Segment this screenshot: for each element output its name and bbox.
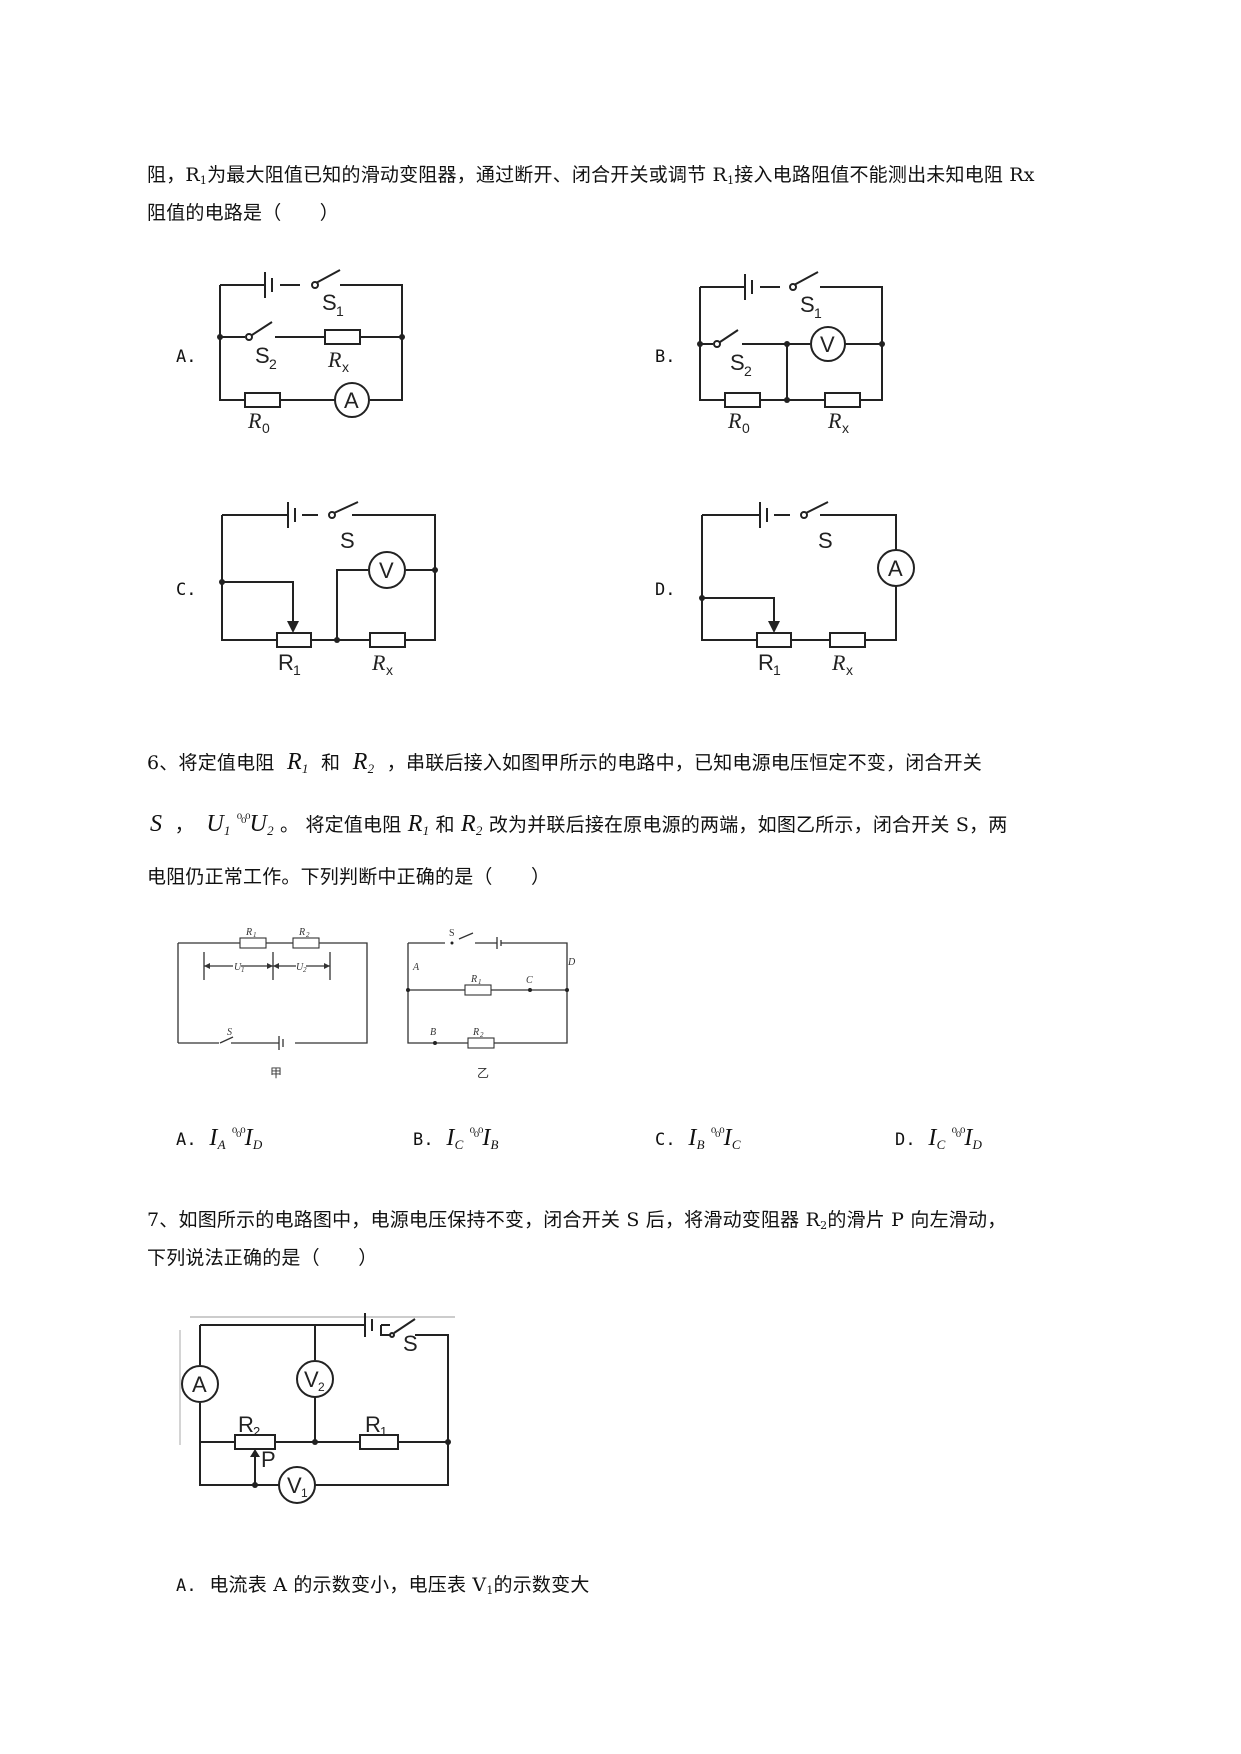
svg-text:S: S: [340, 528, 355, 553]
svg-text:S: S: [818, 528, 833, 553]
svg-text:1: 1: [301, 1486, 308, 1500]
svg-text:1: 1: [241, 966, 245, 974]
ammeter-icon: [334, 382, 370, 418]
svg-text:S: S: [403, 1331, 418, 1356]
svg-text:R: R: [278, 650, 294, 675]
svg-text:2: 2: [303, 966, 307, 974]
svg-text:S: S: [730, 350, 745, 375]
svg-text:R: R: [327, 347, 342, 372]
svg-text:1: 1: [336, 303, 344, 319]
q6-option-b[interactable]: B. IC ⁰₀⁰IB: [413, 1125, 499, 1152]
svg-text:P: P: [261, 1447, 276, 1472]
svg-text:R: R: [758, 650, 774, 675]
svg-text:V: V: [287, 1473, 302, 1498]
svg-text:A: A: [888, 556, 903, 581]
q5-option-a-label[interactable]: A.: [176, 347, 197, 367]
svg-text:R: R: [238, 1412, 254, 1437]
q7-stem-line-1: 7、如图所示的电路图中，电源电压保持不变，闭合开关 S 后，将滑动变阻器 R2的…: [147, 1209, 1007, 1232]
svg-text:R: R: [827, 408, 842, 433]
rx-resistor: [324, 329, 361, 345]
svg-text:V: V: [304, 1367, 319, 1392]
svg-text:V: V: [820, 332, 835, 357]
q6-option-d[interactable]: D. IC ⁰₀⁰ID: [895, 1125, 983, 1152]
svg-text:2: 2: [306, 931, 310, 939]
q7-stem-line-2: 下列说法正确的是（ ）: [147, 1247, 378, 1269]
svg-text:R: R: [371, 650, 386, 675]
q6-stem-line-3: 电阻仍正常工作。下列判断中正确的是（ ）: [147, 866, 551, 888]
svg-text:x: x: [842, 420, 849, 436]
svg-text:R: R: [298, 927, 305, 938]
svg-text:U: U: [234, 962, 242, 973]
r1-rheostat: [276, 632, 312, 648]
svg-text:S: S: [449, 928, 455, 939]
q6-option-a[interactable]: A. IA ⁰₀⁰ID: [176, 1125, 263, 1152]
svg-text:S: S: [322, 290, 337, 315]
r0-resistor: [244, 392, 281, 408]
svg-text:S: S: [255, 343, 270, 368]
svg-text:甲: 甲: [270, 1066, 282, 1080]
svg-text:A: A: [412, 962, 420, 973]
svg-text:x: x: [386, 662, 393, 678]
svg-text:x: x: [342, 359, 349, 375]
svg-text:D: D: [567, 957, 576, 968]
svg-text:R: R: [245, 927, 252, 938]
svg-text:0: 0: [262, 420, 270, 436]
svg-text:1: 1: [293, 662, 301, 678]
q6-stem-line-1: 6、将定值电阻 R1 和 R2 ，串联后接入如图甲所示的电路中，已知电源电压恒定…: [147, 749, 982, 776]
svg-text:C: C: [526, 975, 533, 986]
svg-text:S: S: [800, 292, 815, 317]
svg-text:2: 2: [318, 1380, 325, 1394]
q5-option-b-label[interactable]: B.: [655, 347, 676, 367]
svg-text:B: B: [430, 1027, 436, 1038]
svg-text:x: x: [846, 662, 853, 678]
svg-text:S: S: [227, 1027, 232, 1038]
svg-text:R: R: [247, 408, 262, 433]
q7-option-a[interactable]: A. 电流表 A 的示数变小，电压表 V1的示数变大: [176, 1574, 590, 1597]
q5-stem-line-1: 阻，R1为最大阻值已知的滑动变阻器，通过断开、闭合开关或调节 R1接入电路阻值不…: [147, 164, 1035, 187]
svg-text:2: 2: [744, 363, 752, 379]
svg-text:A: A: [344, 388, 359, 413]
svg-text:1: 1: [478, 978, 482, 986]
q6-option-c[interactable]: C. IB ⁰₀⁰IC: [655, 1125, 741, 1152]
svg-text:1: 1: [253, 931, 257, 939]
svg-text:R: R: [365, 1412, 381, 1437]
svg-text:R: R: [831, 650, 846, 675]
svg-text:1: 1: [773, 662, 781, 678]
svg-text:2: 2: [269, 356, 277, 372]
svg-text:V: V: [379, 558, 394, 583]
svg-text:R: R: [470, 974, 477, 985]
svg-text:U: U: [296, 962, 304, 973]
svg-text:1: 1: [814, 305, 822, 321]
q5-stem-line-2: 阻值的电路是（ ）: [147, 202, 340, 224]
svg-text:乙: 乙: [477, 1066, 489, 1080]
svg-text:R: R: [727, 408, 742, 433]
svg-text:2: 2: [253, 1424, 260, 1439]
q6-stem-line-2: S ， U1 ⁰₀⁰U2 。 将定值电阻 R1 和 R2 改为并联后接在原电源的…: [150, 811, 1008, 838]
svg-text:A: A: [192, 1372, 207, 1397]
q5-option-c-label[interactable]: C.: [176, 580, 197, 600]
svg-text:0: 0: [742, 420, 750, 436]
svg-text:R: R: [472, 1027, 479, 1038]
voltmeter-icon: [810, 326, 846, 362]
svg-text:2: 2: [480, 1031, 484, 1039]
svg-text:1: 1: [380, 1424, 387, 1439]
q5-option-d-label[interactable]: D.: [655, 580, 676, 600]
